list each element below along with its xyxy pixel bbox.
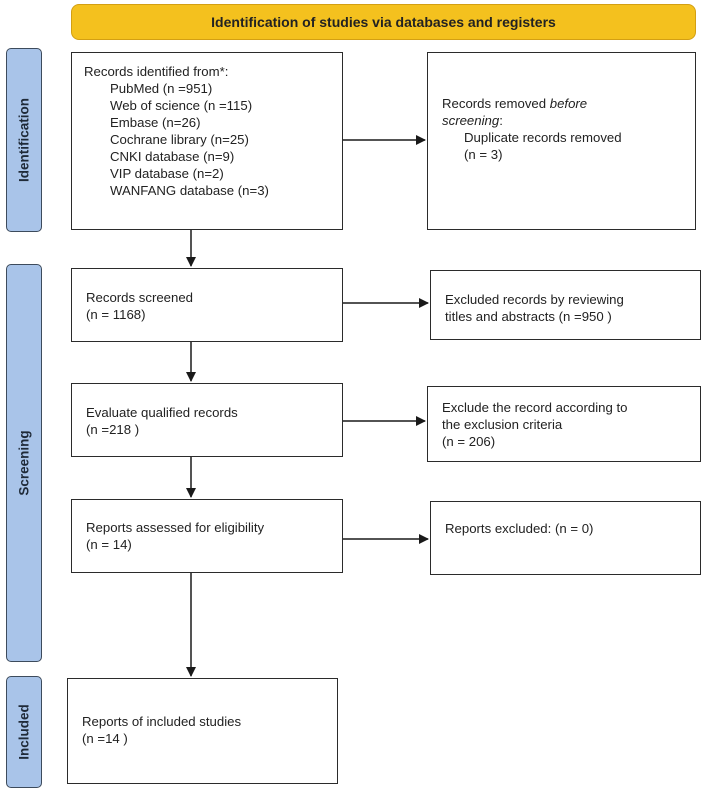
excluded-titles-line2: titles and abstracts (n =950 ) (445, 309, 612, 324)
source-vip: VIP database (n=2) (110, 166, 224, 181)
excluded-criteria-line1: Exclude the record according to (442, 400, 628, 415)
phase-identification: Identification (6, 48, 42, 232)
source-wanfang: WANFANG database (n=3) (110, 183, 269, 198)
records-identified-box: Records identified from*: PubMed (n =951… (71, 52, 343, 230)
qualified-records-count: (n =218 ) (86, 422, 140, 437)
source-pubmed: PubMed (n =951) (110, 81, 213, 96)
records-screened-label: Records screened (86, 290, 194, 305)
eligibility-box: Reports assessed for eligibility (n = 14… (71, 499, 343, 573)
eligibility-count: (n = 14) (86, 537, 132, 552)
identification-header: Identification of studies via databases … (71, 4, 696, 40)
excluded-criteria-box: Exclude the record according to the excl… (427, 386, 701, 462)
included-studies-label: Reports of included studies (82, 714, 242, 729)
records-removed-line1: Records removed before (442, 96, 588, 111)
reports-excluded-box: Reports excluded: (n = 0) (430, 501, 701, 575)
records-screened-count: (n = 1168) (86, 307, 146, 322)
excluded-titles-line1: Excluded records by reviewing (445, 292, 624, 307)
records-screened-box: Records screened (n = 1168) (71, 268, 343, 342)
phase-included: Included (6, 676, 42, 788)
eligibility-label: Reports assessed for eligibility (86, 520, 265, 535)
phase-screening: Screening (6, 264, 42, 662)
records-identified-title: Records identified from*: (84, 64, 229, 79)
source-cochrane: Cochrane library (n=25) (110, 132, 249, 147)
included-studies-box: Reports of included studies (n =14 ) (67, 678, 338, 784)
source-cnki: CNKI database (n=9) (110, 149, 235, 164)
included-studies-count: (n =14 ) (82, 731, 128, 746)
excluded-criteria-count: (n = 206) (442, 434, 496, 449)
duplicate-records-label: Duplicate records removed (464, 130, 622, 145)
qualified-records-box: Evaluate qualified records (n =218 ) (71, 383, 343, 457)
qualified-records-label: Evaluate qualified records (86, 405, 238, 420)
source-embase: Embase (n=26) (110, 115, 201, 130)
excluded-titles-box: Excluded records by reviewing titles and… (430, 270, 701, 340)
reports-excluded-label: Reports excluded: (n = 0) (445, 521, 594, 536)
records-removed-box: Records removed before screening: Duplic… (427, 52, 696, 230)
source-web-of-science: Web of science (n =115) (110, 98, 253, 113)
records-removed-line2: screening: (442, 113, 503, 128)
duplicate-records-count: (n = 3) (464, 147, 503, 162)
header-title: Identification of studies via databases … (211, 14, 556, 30)
excluded-criteria-line2: the exclusion criteria (442, 417, 563, 432)
